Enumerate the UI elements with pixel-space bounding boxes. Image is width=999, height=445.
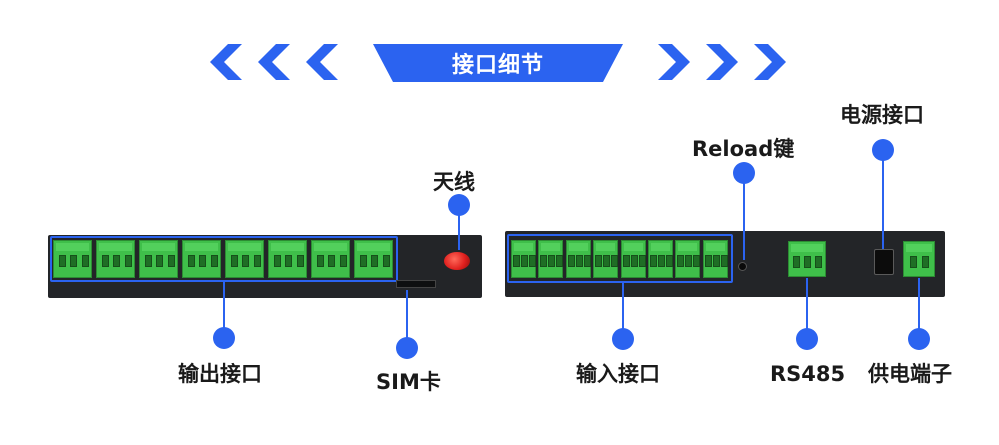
power-port-label: 电源接口	[840, 103, 924, 127]
output-terminal-block	[139, 240, 178, 278]
header-banner: 接口细节	[373, 44, 623, 82]
output-terminal-block	[182, 240, 221, 278]
page-title: 接口细节	[451, 53, 544, 78]
output-terminal-block	[53, 240, 92, 278]
reload-key-label: Reload键	[692, 137, 795, 161]
dc-power-jack	[874, 249, 894, 275]
rs485-callout-line	[806, 278, 808, 334]
reload-callout-line	[743, 182, 745, 260]
input-terminal-block	[702, 240, 728, 278]
power-terminal	[903, 241, 935, 277]
power-terminal-callout-dot	[908, 328, 930, 350]
chevron-left-icon	[306, 44, 338, 80]
rs485-terminal	[788, 241, 826, 277]
output-callout-dot	[213, 327, 235, 349]
power-terminal-callout-line	[918, 278, 920, 334]
output-port-label: 输出接口	[178, 362, 262, 386]
input-terminal-block	[620, 240, 646, 278]
rs485-callout-dot	[796, 328, 818, 350]
input-terminal-block	[565, 240, 591, 278]
sim-slot	[396, 280, 436, 288]
antenna-led	[444, 252, 470, 270]
input-terminal-block	[538, 240, 564, 278]
output-terminal-block	[225, 240, 264, 278]
output-terminal-block	[268, 240, 307, 278]
input-port-label: 输入接口	[576, 362, 660, 386]
antenna-label: 天线	[433, 170, 475, 194]
chevron-right-icon	[658, 44, 690, 80]
output-terminal-block	[96, 240, 135, 278]
input-callout-dot	[612, 328, 634, 350]
reload-callout-dot	[733, 162, 755, 184]
output-callout-line	[223, 282, 225, 338]
chevron-right-icon	[706, 44, 738, 80]
power-terminal-label: 供电端子	[868, 362, 952, 386]
input-terminal-block	[593, 240, 619, 278]
input-terminal-block	[648, 240, 673, 278]
power-port-callout-dot	[872, 139, 894, 161]
output-terminal-block	[311, 240, 350, 278]
sim-callout-dot	[396, 337, 418, 359]
input-terminal-block	[675, 240, 701, 278]
antenna-callout-dot	[448, 194, 470, 216]
input-callout-line	[622, 283, 624, 335]
output-highlight-box	[50, 236, 398, 282]
power-port-callout-line	[882, 159, 884, 249]
input-terminal-block	[511, 240, 536, 278]
chevron-left-icon	[258, 44, 290, 80]
reload-button	[738, 262, 747, 271]
chevron-left-icon	[210, 44, 242, 80]
sim-card-label: SIM卡	[376, 370, 441, 394]
chevron-right-icon	[754, 44, 786, 80]
antenna-callout-line	[458, 214, 460, 250]
sim-callout-line	[406, 290, 408, 340]
output-terminal-block	[354, 240, 393, 278]
input-highlight-box	[507, 234, 733, 283]
rs485-label: RS485	[770, 362, 846, 386]
